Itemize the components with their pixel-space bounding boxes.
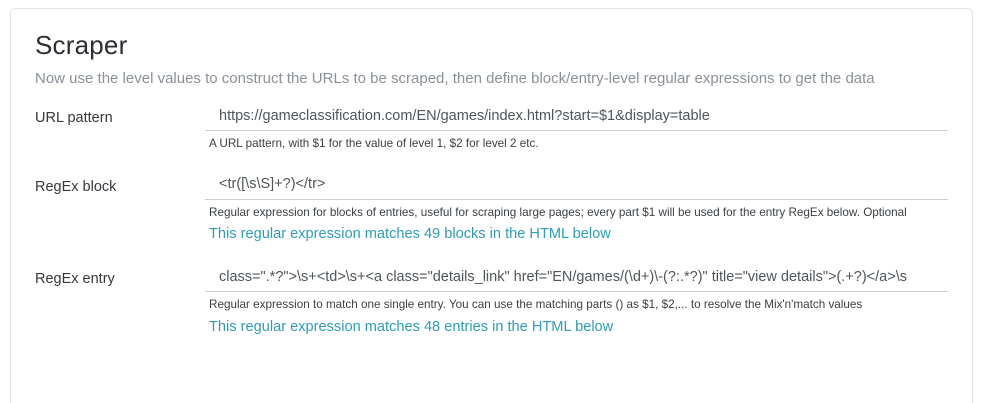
label-regex-entry: RegEx entry — [35, 271, 115, 288]
form-row-regex-entry: RegEx entry Regular expression to match … — [35, 266, 948, 337]
form-row-url-pattern: URL pattern A URL pattern, with $1 for t… — [35, 105, 948, 152]
scraper-card-body: Scraper Now use the level values to cons… — [11, 9, 972, 337]
form-row-regex-block: RegEx block Regular expression for block… — [35, 173, 948, 245]
label-url-pattern: URL pattern — [35, 110, 113, 127]
match-note-regex-entry: This regular expression matches 48 entri… — [209, 318, 614, 335]
help-regex-entry: Regular expression to match one single e… — [209, 298, 863, 312]
help-regex-block: Regular expression for blocks of entries… — [209, 205, 907, 219]
page-subtitle: Now use the level values to construct th… — [35, 69, 875, 87]
control-regex-block: Regular expression for blocks of entries… — [205, 173, 948, 245]
control-url-pattern: A URL pattern, with $1 for the value of … — [205, 105, 948, 152]
regex-block-input[interactable] — [205, 173, 948, 200]
scraper-card: Scraper Now use the level values to cons… — [10, 8, 973, 403]
help-url-pattern: A URL pattern, with $1 for the value of … — [209, 137, 539, 151]
label-regex-block: RegEx block — [35, 178, 117, 195]
url-pattern-input[interactable] — [205, 105, 948, 132]
match-note-regex-block: This regular expression matches 49 block… — [209, 226, 611, 243]
control-regex-entry: Regular expression to match one single e… — [205, 266, 948, 337]
regex-entry-input[interactable] — [205, 266, 948, 293]
page-title: Scraper — [35, 30, 128, 60]
